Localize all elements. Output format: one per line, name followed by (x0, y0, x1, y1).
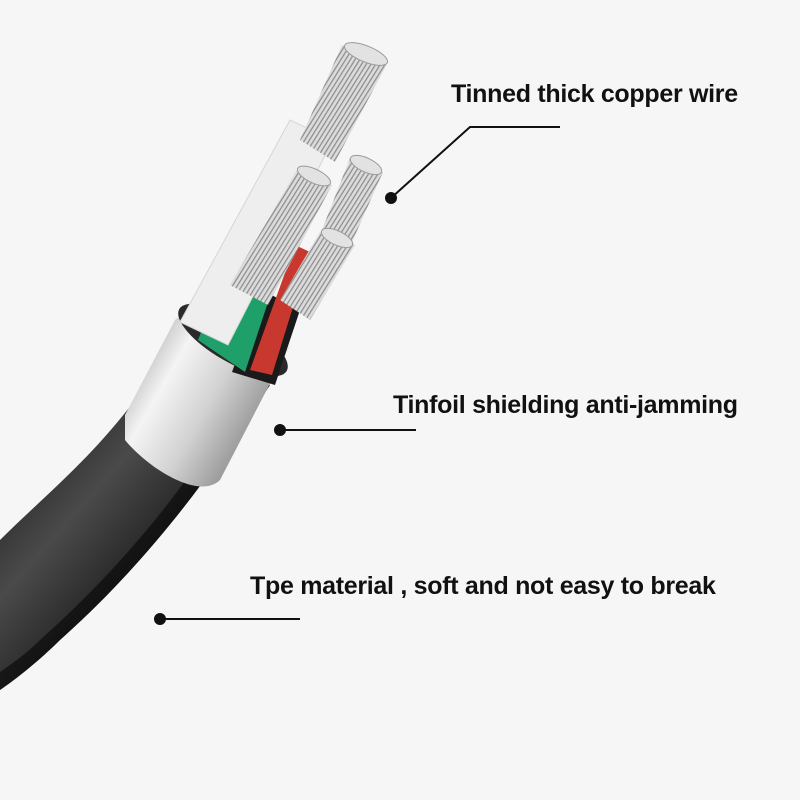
strand-bundle-2 (230, 168, 332, 305)
strand-bundle-4 (280, 232, 355, 320)
callout-line-foil (274, 424, 416, 436)
callout-line-tpe (154, 613, 300, 625)
callout-tinfoil-shielding: Tinfoil shielding anti-jamming (393, 391, 738, 419)
strand-bundle-1 (300, 45, 388, 162)
callout-copper-wire: Tinned thick copper wire (451, 80, 738, 108)
callout-line-copper (385, 126, 560, 204)
callout-tpe-material: Tpe material , soft and not easy to brea… (250, 572, 716, 600)
